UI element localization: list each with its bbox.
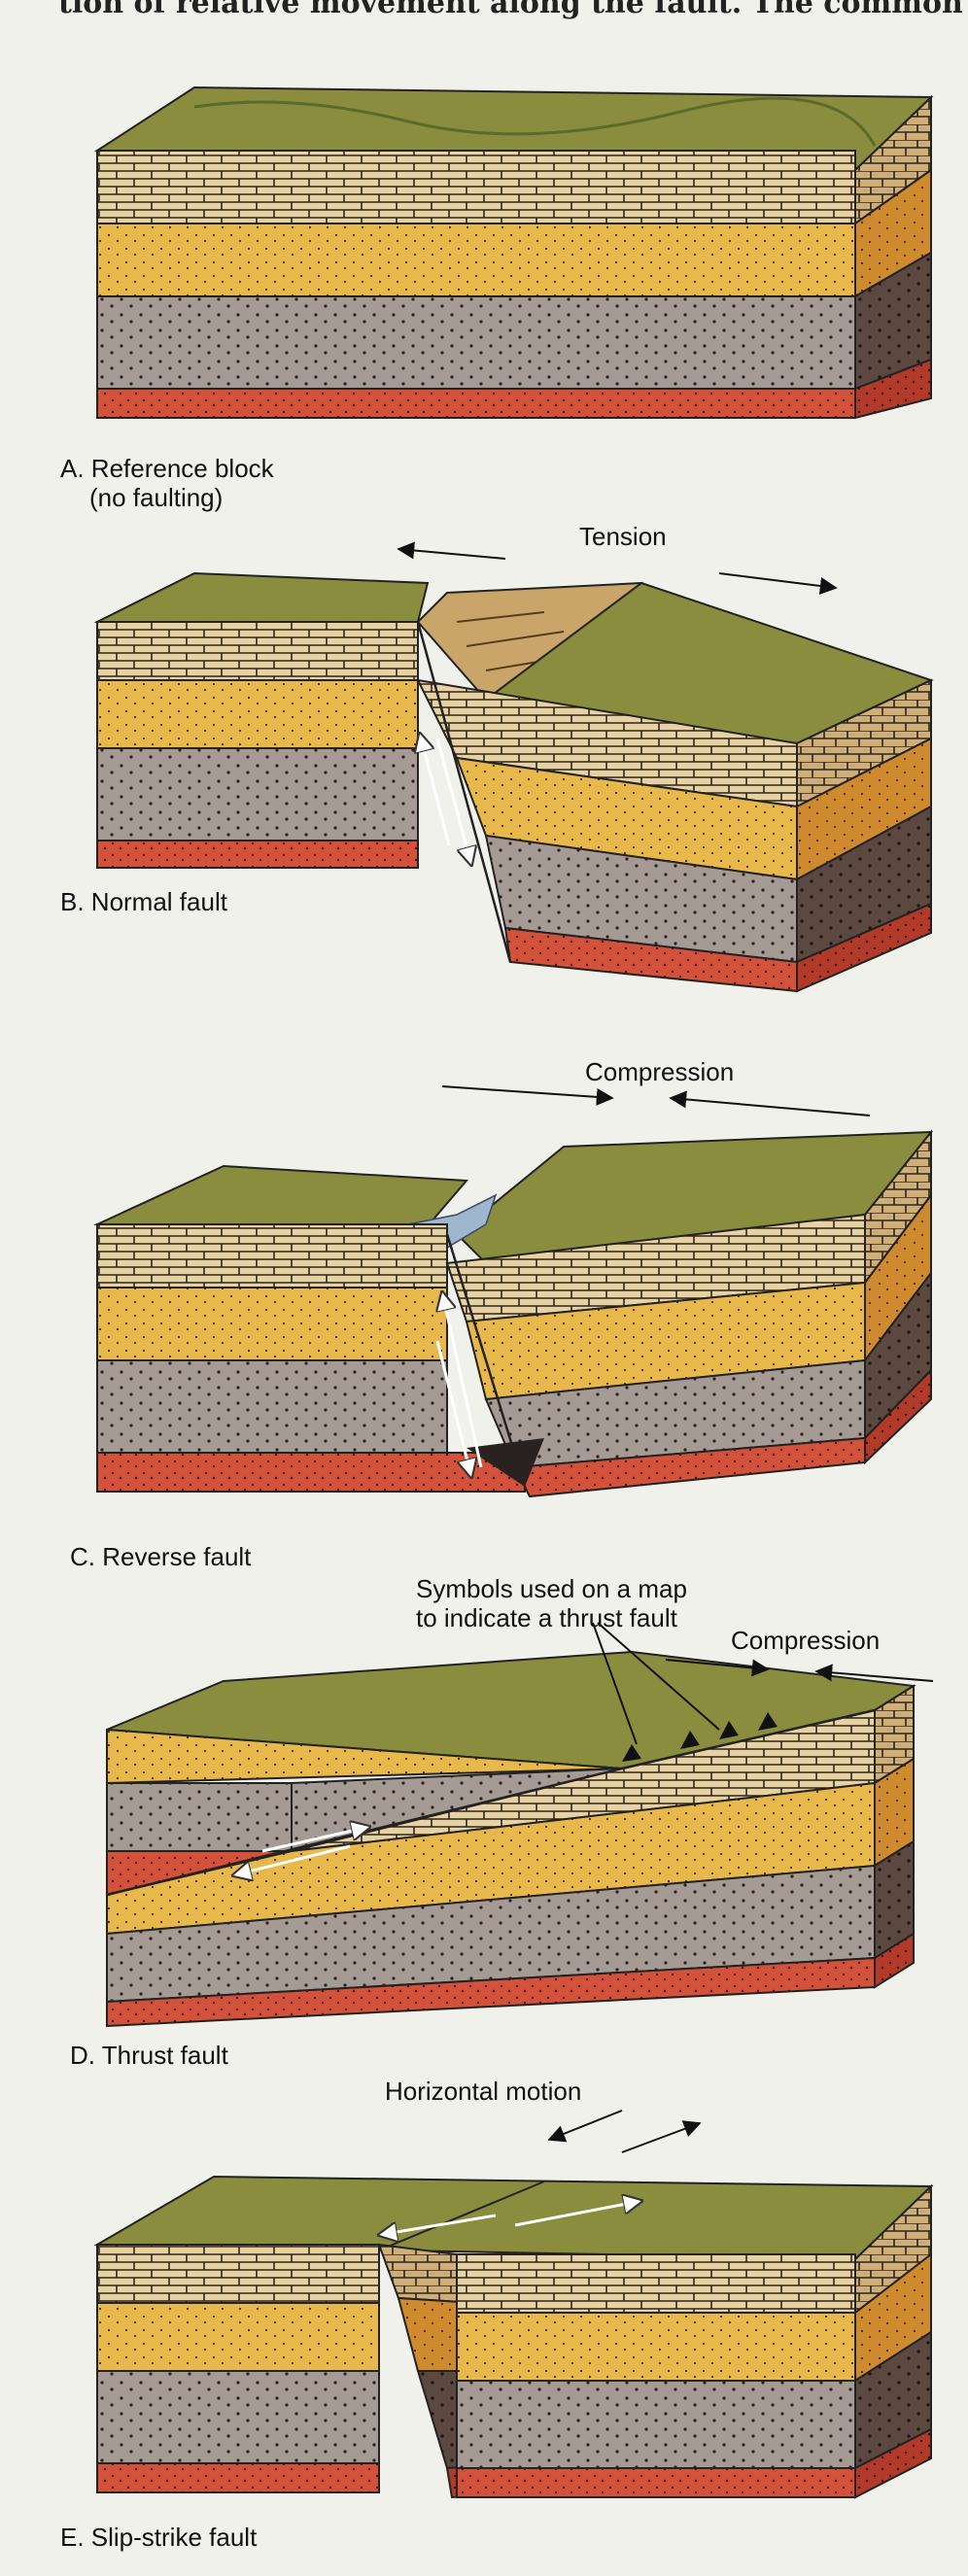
- tension-arrow: [718, 572, 838, 595]
- tension-arrow: [397, 541, 506, 560]
- compression-arrow: [669, 1090, 871, 1116]
- compression-arrow: [441, 1085, 614, 1106]
- compression-arrow: [665, 1659, 770, 1677]
- caption-a-line1: A. Reference block: [60, 454, 274, 483]
- caption-a-line2: (no faulting): [89, 483, 224, 512]
- panel-c-reverse-fault: [93, 1085, 934, 1498]
- caption-c: C. Reverse fault: [70, 1542, 252, 1571]
- compression-arrow: [814, 1664, 934, 1682]
- thrust-fault-map-symbols: [622, 1712, 778, 1762]
- label-compression-c: Compression: [585, 1057, 735, 1086]
- horizontal-motion-arrow: [621, 2120, 702, 2153]
- label-tension: Tension: [579, 522, 667, 551]
- reverse-fault-slip-arrow-up: [442, 1292, 483, 1468]
- normal-fault-slip-arrow-up: [420, 734, 451, 846]
- caption-e: E. Slip-strike fault: [60, 2523, 258, 2552]
- label-symbol-note-line1: Symbols used on a map: [416, 1574, 687, 1603]
- strike-slip-arrow: [514, 2201, 641, 2227]
- horizontal-motion-arrow: [547, 2110, 623, 2143]
- panel-b-normal-fault: [93, 541, 934, 993]
- panel-d-thrust-fault: [106, 1622, 934, 2028]
- thrust-slip-arrow: [261, 1827, 369, 1853]
- label-horizontal-motion: Horizontal motion: [385, 2077, 582, 2106]
- reverse-fault-slip-arrow-down: [435, 1340, 471, 1477]
- caption-b: B. Normal fault: [60, 887, 227, 916]
- symbol-pointer-line: [592, 1622, 638, 1745]
- header-text-fragment: tion of relative movement along the faul…: [58, 0, 963, 20]
- label-symbol-note-line2: to indicate a thrust fault: [416, 1603, 677, 1632]
- caption-d: D. Thrust fault: [70, 2041, 228, 2070]
- strike-slip-arrow: [379, 2214, 497, 2235]
- panel-a-reference-block: [93, 86, 934, 420]
- panel-e-slip-strike-fault: [93, 2110, 934, 2499]
- symbol-pointer-line: [597, 1622, 720, 1731]
- thrust-slip-arrow: [233, 1844, 351, 1875]
- normal-fault-slip-arrow-down: [435, 738, 471, 865]
- label-compression-d: Compression: [731, 1626, 881, 1655]
